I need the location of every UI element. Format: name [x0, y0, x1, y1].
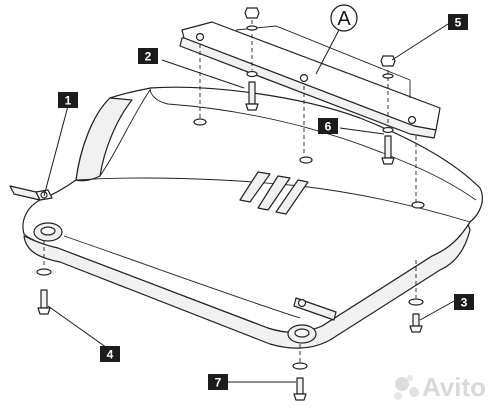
callout-2: 2 — [138, 48, 158, 64]
callout-5: 5 — [448, 14, 468, 30]
callout-2-label: 2 — [145, 50, 152, 64]
nut-top-left — [244, 7, 260, 31]
callout-7-label: 7 — [215, 376, 222, 390]
fasteners — [36, 7, 424, 401]
callout-3-label: 3 — [461, 296, 468, 310]
callout-6-label: 6 — [325, 120, 332, 134]
bolt-2 — [245, 70, 259, 111]
skid-plate — [22, 86, 483, 349]
leader-lines — [43, 23, 457, 383]
nut-5 — [380, 55, 396, 79]
circle-label-a: A — [330, 4, 358, 32]
watermark: Avito — [394, 372, 486, 402]
bolt-6 — [381, 126, 395, 165]
callout-4: 4 — [100, 346, 120, 362]
callout-4-label: 4 — [107, 348, 114, 362]
bolt-3 — [408, 298, 424, 333]
callout-1: 1 — [58, 92, 78, 108]
callout-5-label: 5 — [455, 16, 462, 30]
circle-label-text: A — [337, 8, 351, 30]
watermark-text: Avito — [422, 372, 486, 402]
callout-3: 3 — [454, 294, 474, 310]
bottom-bracket — [293, 297, 337, 321]
bolt-4 — [36, 268, 52, 315]
bolt-7 — [292, 362, 308, 401]
watermark-logo-icon — [394, 375, 419, 400]
callout-7: 7 — [208, 374, 228, 390]
callout-1-label: 1 — [65, 94, 72, 108]
callout-6: 6 — [318, 118, 338, 134]
